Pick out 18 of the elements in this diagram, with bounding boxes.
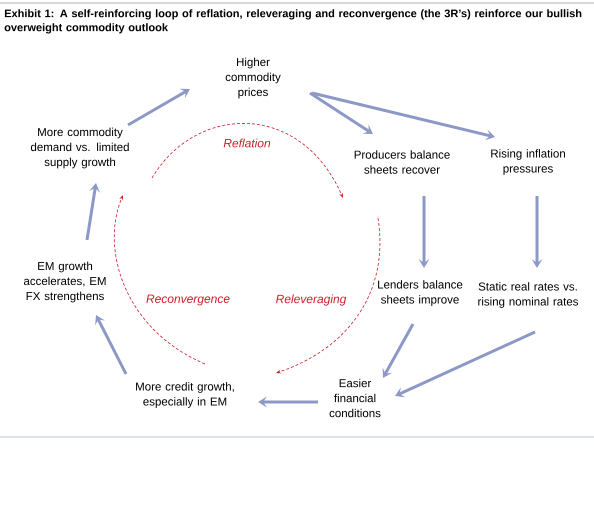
arrow xyxy=(95,315,128,375)
node-text: EM growth accelerates, EM FX strengthens xyxy=(24,262,106,302)
arrow xyxy=(309,92,373,134)
node-text: Higher commodity prices xyxy=(226,58,281,98)
arrow xyxy=(395,330,536,398)
node-text: Lenders balance sheets improve xyxy=(378,280,462,306)
loop-label: Releveraging xyxy=(276,294,346,306)
arrow xyxy=(127,88,190,126)
arrow xyxy=(382,323,414,378)
node-text: Rising inflation pressures xyxy=(491,149,565,175)
loop-label: Reflation xyxy=(224,138,270,148)
node-text: More credit growth, especially in EM xyxy=(136,382,234,408)
node-text: More commodity demand vs. limited supply growth xyxy=(30,128,129,168)
node-text: Static real rates vs. rising nominal rates xyxy=(478,282,578,308)
node-text: Producers balance sheets recover xyxy=(354,150,450,174)
node-text: Easier financial conditions xyxy=(330,378,380,418)
title: Exhibit 1: A self-reinforcing loop of reflation, releveraging and reconvergence (the 3R’s) reinforce our bullish overweight commodity outlook xyxy=(4,9,582,34)
loop-label: Reconvergence xyxy=(146,294,230,306)
